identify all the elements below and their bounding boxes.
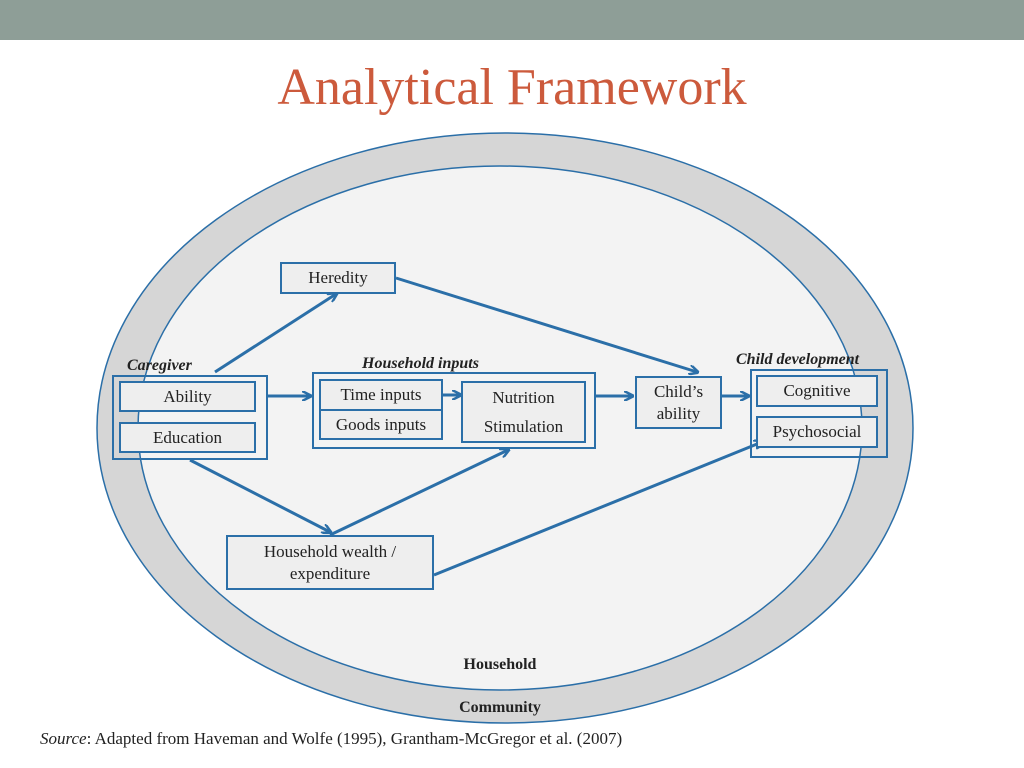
goods-inputs-box: Goods inputs bbox=[319, 409, 443, 440]
psychosocial-box: Psychosocial bbox=[756, 416, 878, 448]
time-inputs-label: Time inputs bbox=[340, 385, 422, 405]
household-wealth-label-line2: expenditure bbox=[289, 563, 371, 583]
time-inputs-box: Time inputs bbox=[319, 379, 443, 411]
household-label: Household bbox=[463, 656, 537, 673]
household-wealth-box: Household wealth / expenditure bbox=[226, 535, 434, 590]
source-label: Source bbox=[40, 729, 87, 748]
caregiver-group bbox=[112, 375, 268, 460]
household-inputs-group-label: Household inputs bbox=[362, 355, 479, 372]
community-label: Community bbox=[459, 699, 541, 716]
source-text: : Adapted from Haveman and Wolfe (1995),… bbox=[86, 729, 623, 748]
education-box: Education bbox=[119, 422, 256, 453]
cognitive-box: Cognitive bbox=[756, 375, 878, 407]
psychosocial-label: Psychosocial bbox=[772, 422, 862, 442]
arrow-heredity-childs-ability bbox=[395, 276, 697, 372]
childs-ability-label-line1: Child’s bbox=[653, 382, 704, 402]
slide-title: Analytical Framework bbox=[277, 59, 747, 116]
cognitive-label: Cognitive bbox=[783, 381, 851, 401]
source-note: Source: Adapted from Haveman and Wolfe (… bbox=[40, 729, 622, 749]
ability-label: Ability bbox=[163, 386, 212, 406]
child-development-group bbox=[750, 369, 888, 458]
arrow-caregiver-wealth bbox=[189, 458, 330, 532]
caregiver-group-label: Caregiver bbox=[127, 357, 192, 374]
nutrition-label: Nutrition bbox=[492, 387, 555, 407]
nutrition-stimulation-box: Nutrition Stimulation bbox=[461, 381, 586, 443]
arrow-wealth-inputs bbox=[329, 450, 508, 537]
childs-ability-label-line2: ability bbox=[656, 403, 701, 423]
heredity-box: Heredity bbox=[280, 262, 396, 294]
household-inputs-group bbox=[312, 372, 596, 449]
goods-inputs-label: Goods inputs bbox=[335, 414, 427, 434]
education-label: Education bbox=[153, 427, 222, 447]
childs-ability-box: Child’s ability bbox=[635, 376, 722, 429]
child-development-group-label: Child development bbox=[736, 351, 860, 368]
household-wealth-label-line1: Household wealth / bbox=[263, 542, 397, 562]
heredity-label: Heredity bbox=[308, 268, 368, 288]
top-bar bbox=[0, 0, 1024, 40]
stimulation-label: Stimulation bbox=[483, 417, 564, 436]
arrow-caregiver-heredity bbox=[214, 294, 336, 374]
arrow-wealth-development bbox=[433, 442, 762, 577]
ability-box: Ability bbox=[119, 381, 256, 412]
